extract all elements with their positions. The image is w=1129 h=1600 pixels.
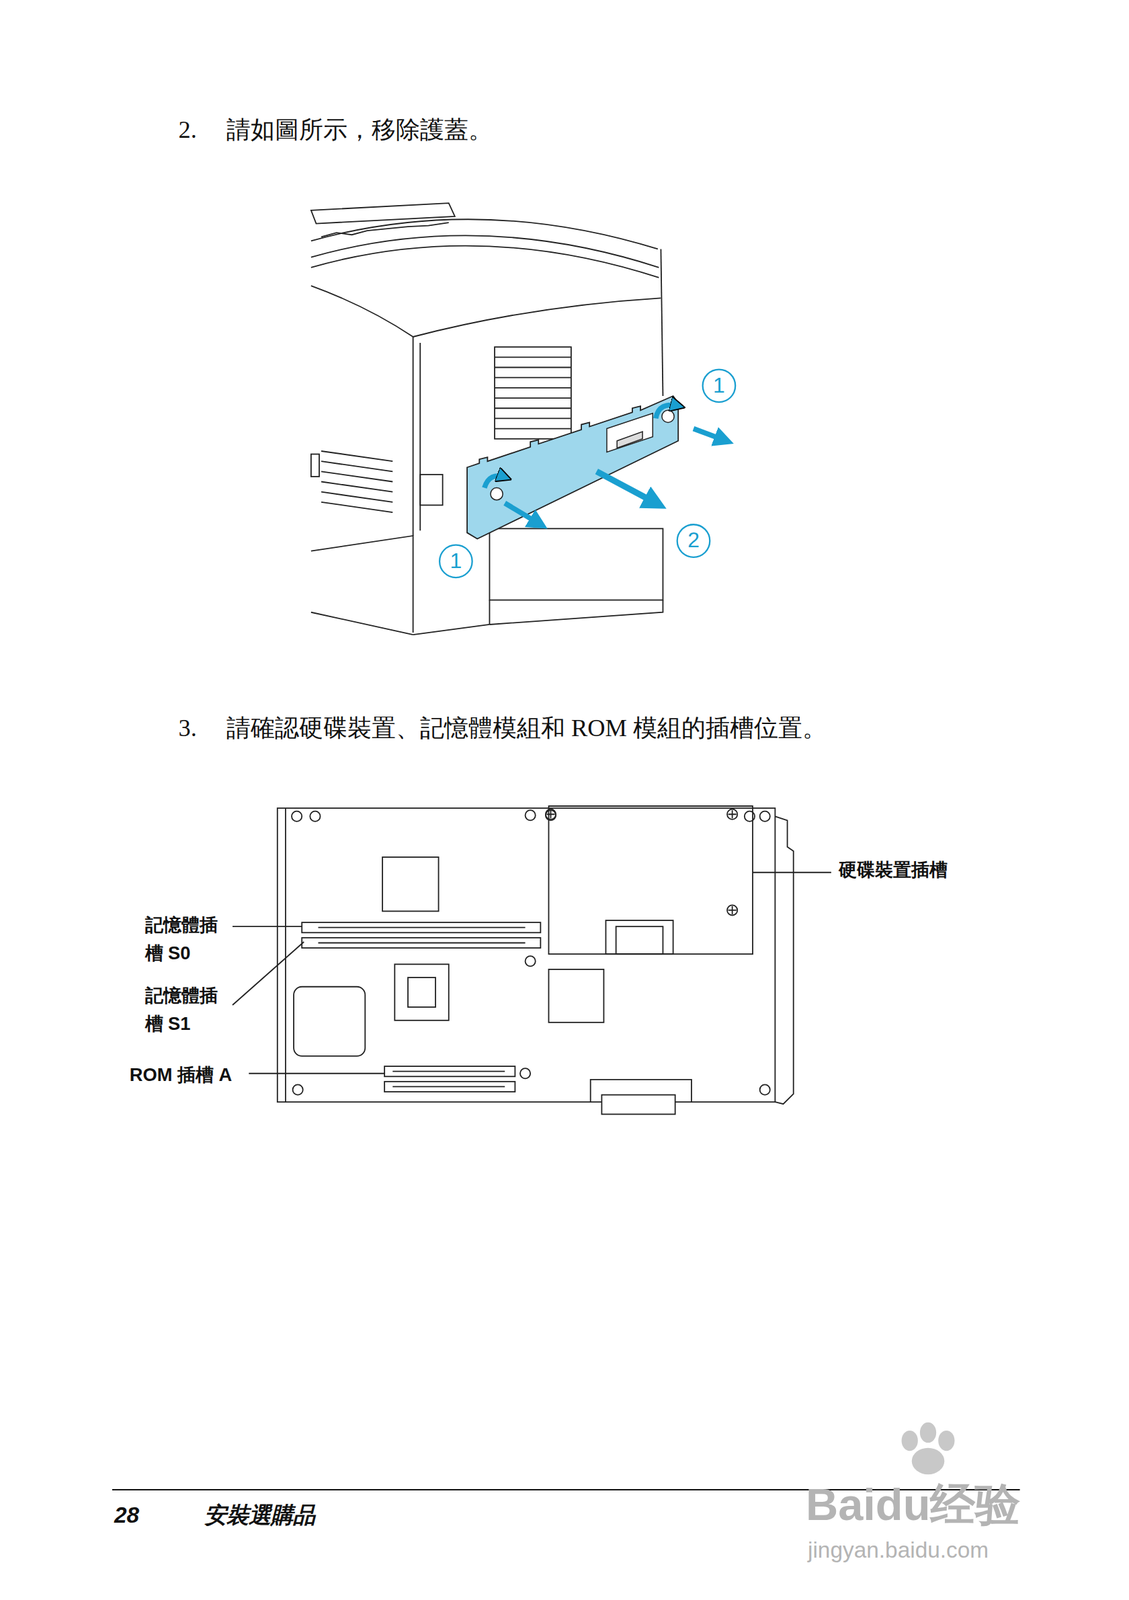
circuit-board <box>277 805 794 1114</box>
callout-number: 1 <box>713 374 726 397</box>
callout-number: 1 <box>450 550 463 572</box>
step-text: 請如圖所示，移除護蓋。 <box>226 115 493 146</box>
leader-line <box>232 872 832 1074</box>
printer-drawing <box>311 202 664 635</box>
step-number: 3. <box>178 713 197 744</box>
page-number: 28 <box>114 1501 140 1529</box>
step-text: 請確認硬碟裝置、記憶體模組和 ROM 模組的插槽位置。 <box>226 713 827 744</box>
callout-circle <box>439 369 736 578</box>
callout-number: 2 <box>687 529 700 552</box>
move-arrow <box>484 404 727 525</box>
slot-label: ROM 插槽 A <box>129 1063 233 1086</box>
slot-label: 記憶體插 槽 S0 <box>145 910 224 968</box>
watermark-logo <box>901 1422 955 1474</box>
cover-plate <box>467 395 679 539</box>
step-number: 2. <box>178 115 197 146</box>
chapter-title: 安裝選購品 <box>204 1501 316 1529</box>
slot-label: 記憶體插 槽 S1 <box>145 981 224 1039</box>
slot-label: 硬碟裝置插槽 <box>838 858 948 882</box>
watermark: Baidu经验 <box>805 1477 1021 1531</box>
watermark: jingyan.baidu.com <box>807 1536 989 1564</box>
